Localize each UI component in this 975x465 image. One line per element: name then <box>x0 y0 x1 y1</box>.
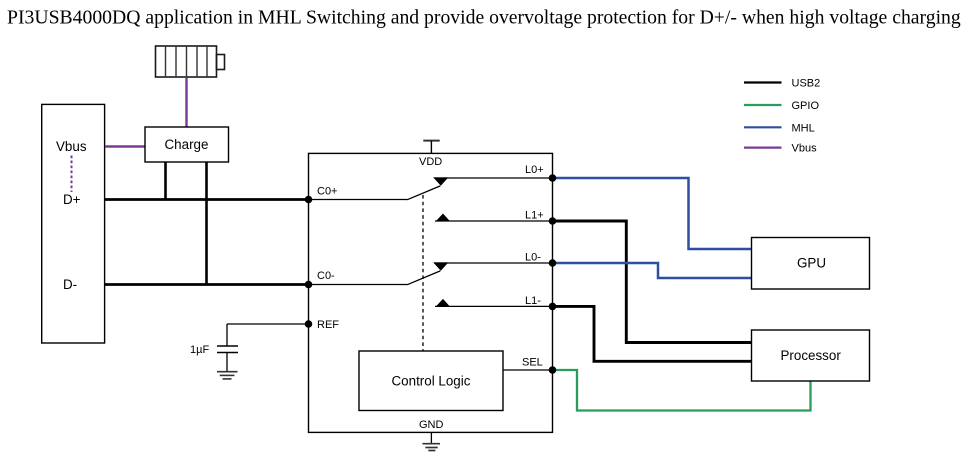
svg-text:L1-: L1- <box>525 295 541 307</box>
svg-text:C0-: C0- <box>317 270 335 282</box>
svg-text:L0+: L0+ <box>525 164 544 176</box>
svg-text:VDD: VDD <box>419 156 442 168</box>
svg-text:USB2: USB2 <box>792 78 821 90</box>
svg-text:1µF: 1µF <box>190 344 209 356</box>
svg-text:D+: D+ <box>63 192 81 207</box>
svg-text:MHL: MHL <box>792 122 815 134</box>
svg-text:C0+: C0+ <box>317 186 338 198</box>
svg-text:GPIO: GPIO <box>792 100 820 112</box>
svg-text:L0-: L0- <box>525 252 541 264</box>
svg-text:PI3USB4000DQ application in MH: PI3USB4000DQ application in MHL Switchin… <box>7 7 961 29</box>
svg-text:Vbus: Vbus <box>792 143 818 155</box>
svg-text:Control Logic: Control Logic <box>392 374 471 389</box>
svg-text:GPU: GPU <box>797 255 826 270</box>
svg-text:D-: D- <box>63 277 77 292</box>
svg-text:GND: GND <box>419 419 444 431</box>
svg-text:SEL: SEL <box>522 357 543 369</box>
svg-text:Processor: Processor <box>781 348 842 363</box>
svg-text:REF: REF <box>317 319 339 331</box>
svg-text:Vbus: Vbus <box>56 139 87 154</box>
svg-text:L1+: L1+ <box>525 210 544 222</box>
svg-text:Charge: Charge <box>165 137 209 152</box>
